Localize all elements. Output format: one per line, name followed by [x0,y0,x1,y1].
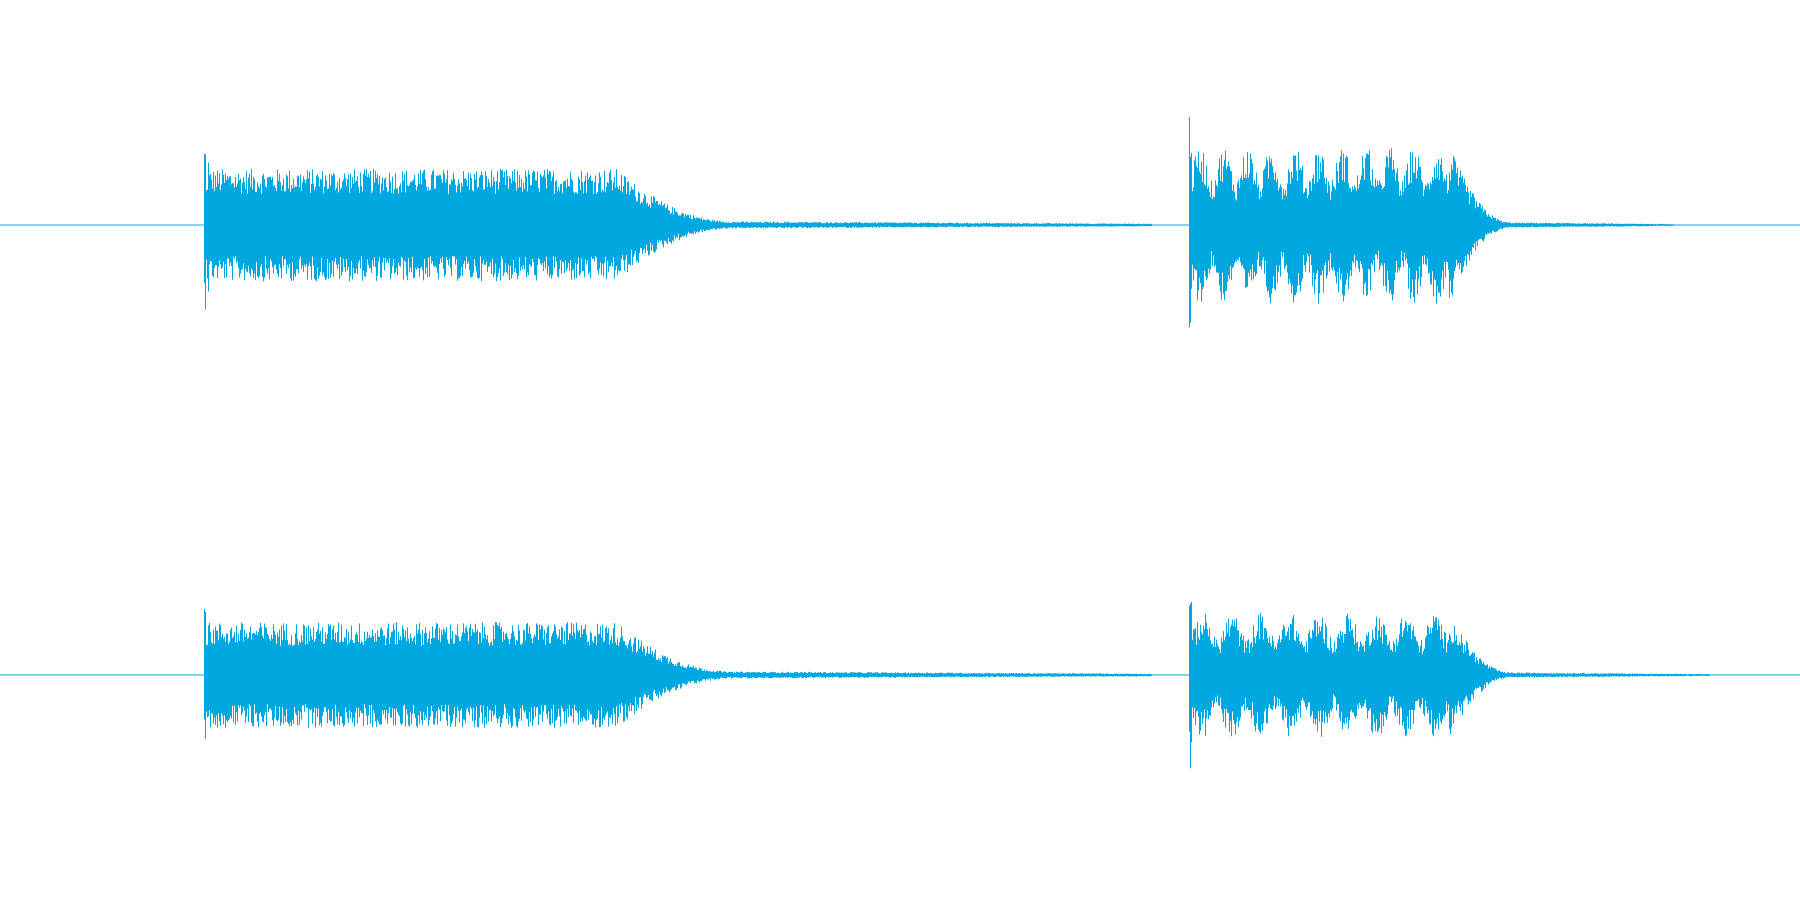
channel-2-waveform [204,601,1710,769]
channel-1-waveform [204,117,1674,328]
waveform-channel-1 [0,117,1800,328]
waveform-trace-1 [204,117,1674,328]
waveform-channel-1-plot [0,117,1800,328]
waveform-channel-2-plot [0,601,1800,769]
waveform-channel-2 [0,450,1800,900]
waveform-trace-2 [204,601,1710,769]
